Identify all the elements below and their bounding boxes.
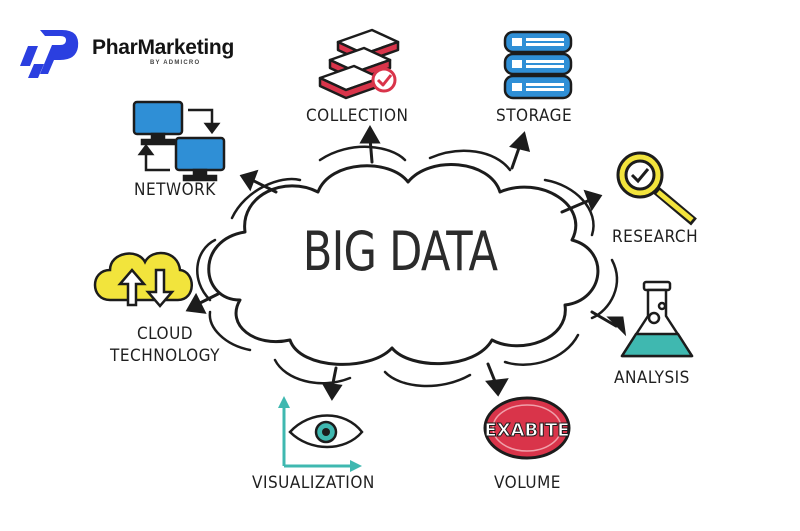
label-visualization: VISUALIZATION [252,473,375,493]
volume-icon: EXABITE [483,396,571,460]
big-data-cloud [207,163,600,366]
network-icon [132,100,226,182]
storage-icon [503,30,573,100]
diagram-title: BIG DATA [302,220,498,283]
label-volume: VOLUME [494,473,561,493]
label-storage: STORAGE [496,106,573,126]
cloud-technology-icon [93,251,193,308]
label-cloud-line1: CLOUD [136,324,194,344]
label-cloud-line2: TECHNOLOGY [110,346,220,366]
collection-icon [318,28,400,100]
label-analysis: ANALYSIS [614,368,690,388]
label-collection: COLLECTION [306,106,409,126]
research-icon [616,151,697,226]
visualization-icon [278,396,364,472]
analysis-icon [620,280,694,358]
label-network: NETWORK [134,180,216,200]
label-research: RESEARCH [612,227,699,247]
volume-badge-text: EXABITE [484,420,569,441]
brand-tagline: BY ADMICRO [150,60,201,66]
label-cloud-technology: CLOUD TECHNOLOGY [100,323,230,367]
brand-name: PharMarketing [92,36,234,59]
